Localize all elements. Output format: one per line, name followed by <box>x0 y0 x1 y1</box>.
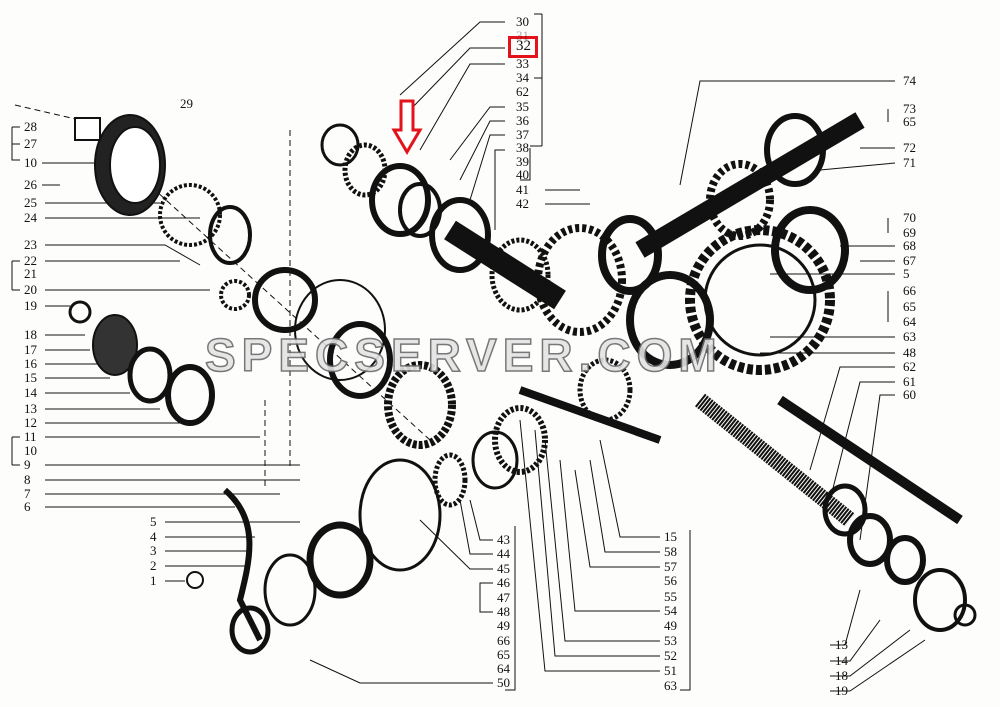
part-label-6: 6 <box>24 499 31 514</box>
part-label-14: 14 <box>835 653 848 668</box>
part-label-47: 47 <box>497 590 510 605</box>
part-label-23: 23 <box>24 237 37 252</box>
part-label-62: 62 <box>516 84 529 99</box>
part-label-13: 13 <box>24 401 37 416</box>
part-label-45: 45 <box>497 561 510 576</box>
differential-housing-left <box>68 114 456 449</box>
part-label-18: 18 <box>835 668 848 683</box>
part-label-69: 69 <box>903 225 916 240</box>
part-label-32: 32 <box>516 38 531 54</box>
part-label-7: 7 <box>24 486 31 501</box>
part-label-19: 19 <box>24 298 37 313</box>
part-label-29: 29 <box>180 96 193 111</box>
input-shaft-assembly <box>320 123 714 369</box>
part-label-54: 54 <box>664 603 677 618</box>
part-label-38: 38 <box>516 140 529 155</box>
part-label-61: 61 <box>903 374 916 389</box>
part-label-55: 55 <box>664 589 677 604</box>
part-label-63: 63 <box>903 329 916 344</box>
part-label-43: 43 <box>497 532 510 547</box>
part-label-65: 65 <box>497 647 510 662</box>
part-label-41: 41 <box>516 182 529 197</box>
part-label-67: 67 <box>903 253 916 268</box>
part-label-35: 35 <box>516 99 529 114</box>
part-label-44: 44 <box>497 546 510 561</box>
part-label-58: 58 <box>664 544 677 559</box>
part-label-46: 46 <box>497 575 510 590</box>
part-label-71: 71 <box>903 155 916 170</box>
part-label-13: 13 <box>835 637 848 652</box>
part-label-49: 49 <box>497 618 510 633</box>
part-label-65: 65 <box>903 114 916 129</box>
part-label-10: 10 <box>24 443 37 458</box>
part-label-5: 5 <box>903 266 910 281</box>
part-label-2: 2 <box>150 558 157 573</box>
part-label-24: 24 <box>24 210 37 225</box>
part-label-50: 50 <box>497 675 510 690</box>
part-label-33: 33 <box>516 56 529 71</box>
part-label-40: 40 <box>516 167 529 182</box>
part-label-8: 8 <box>24 472 31 487</box>
lower-differential-assembly <box>186 357 662 655</box>
part-label-65: 65 <box>903 299 916 314</box>
part-label-25: 25 <box>24 195 37 210</box>
part-label-48: 48 <box>903 345 916 360</box>
part-label-19: 19 <box>835 683 848 698</box>
part-label-34: 34 <box>516 70 529 85</box>
main-gear-assembly <box>635 112 977 632</box>
part-label-26: 26 <box>24 177 37 192</box>
part-label-48: 48 <box>497 604 510 619</box>
part-label-15: 15 <box>24 370 37 385</box>
part-label-28: 28 <box>24 119 37 134</box>
part-label-52: 52 <box>664 648 677 663</box>
part-label-64: 64 <box>903 314 916 329</box>
part-label-74: 74 <box>903 73 916 88</box>
part-label-37: 37 <box>516 127 529 142</box>
watermark: SPECSERVER.COM <box>204 328 723 382</box>
part-label-60: 60 <box>903 387 916 402</box>
part-label-18: 18 <box>24 327 37 342</box>
part-label-70: 70 <box>903 210 916 225</box>
part-label-15: 15 <box>664 529 677 544</box>
part-label-4: 4 <box>150 529 157 544</box>
part-label-66: 66 <box>903 283 916 298</box>
part-label-49: 49 <box>664 618 677 633</box>
part-label-14: 14 <box>24 385 37 400</box>
part-label-10: 10 <box>24 155 37 170</box>
part-label-53: 53 <box>664 633 677 648</box>
part-label-56: 56 <box>664 573 677 588</box>
part-label-36: 36 <box>516 113 529 128</box>
part-label-27: 27 <box>24 136 37 151</box>
part-label-73: 73 <box>903 101 916 116</box>
part-label-39: 39 <box>516 154 529 169</box>
part-label-68: 68 <box>903 238 916 253</box>
part-label-30: 30 <box>516 14 529 29</box>
part-label-42: 42 <box>516 196 529 211</box>
part-label-57: 57 <box>664 559 677 574</box>
part-label-72: 72 <box>903 140 916 155</box>
part-label-9: 9 <box>24 457 31 472</box>
part-label-5: 5 <box>150 514 157 529</box>
part-label-64: 64 <box>497 661 510 676</box>
part-label-66: 66 <box>497 633 510 648</box>
part-label-12: 12 <box>24 415 37 430</box>
part-label-1: 1 <box>150 573 157 588</box>
part-label-3: 3 <box>150 543 157 558</box>
highlight-box <box>508 36 538 58</box>
part-label-51: 51 <box>664 663 677 678</box>
part-label-31: 31 <box>516 28 529 43</box>
part-label-22: 22 <box>24 253 37 268</box>
part-label-63: 63 <box>664 678 677 693</box>
part-label-21: 21 <box>24 266 37 281</box>
part-label-20: 20 <box>24 282 37 297</box>
highlight-arrow-icon <box>391 99 423 155</box>
part-label-16: 16 <box>24 356 37 371</box>
part-label-11: 11 <box>24 429 37 444</box>
part-label-62: 62 <box>903 359 916 374</box>
part-label-17: 17 <box>24 342 37 357</box>
